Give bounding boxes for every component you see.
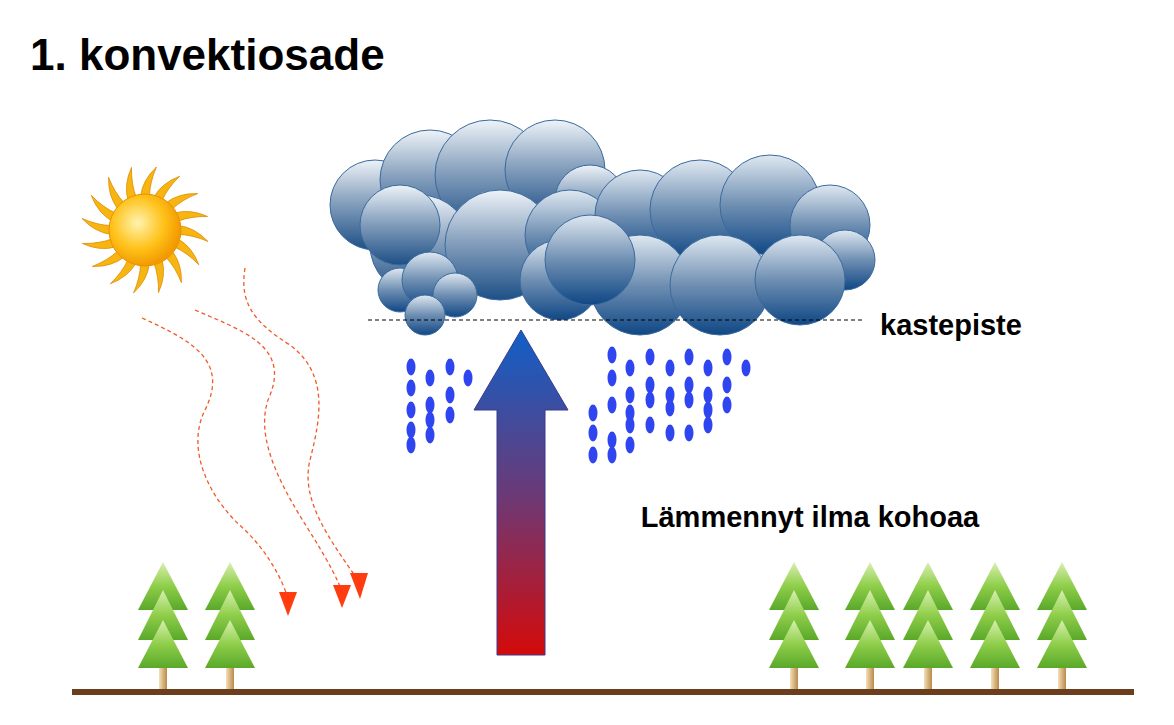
rising-air-arrow — [474, 330, 568, 655]
rain-cloud — [330, 120, 875, 335]
trees — [138, 562, 1087, 690]
raindrops — [407, 347, 751, 464]
diagram-title: 1. konvektiosade — [30, 30, 385, 80]
sun-radiation — [142, 268, 358, 598]
diagram-label: kastepiste — [880, 309, 1022, 342]
dew-point-line — [368, 320, 862, 321]
ground-line — [72, 689, 1134, 695]
sun-icon — [82, 167, 208, 293]
diagram-label: Lämmennyt ilma kohoaa — [641, 501, 979, 534]
radiation-arrowheads — [279, 573, 368, 616]
